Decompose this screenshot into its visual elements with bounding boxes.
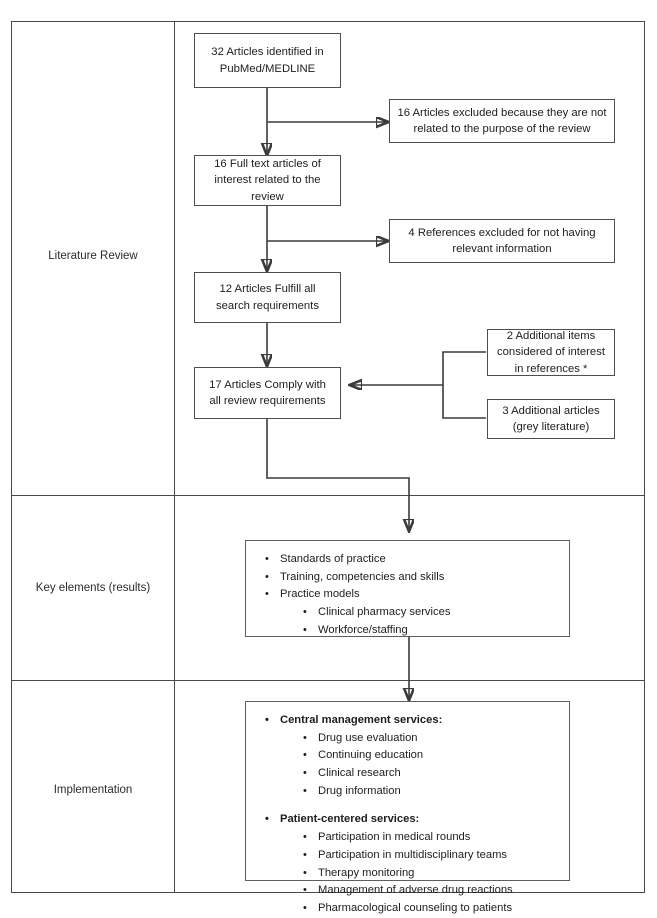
list-item: Participation in medical rounds: [316, 829, 557, 847]
list-item: Drug information: [316, 783, 557, 801]
list-item: Workforce/staffing: [316, 622, 557, 640]
implementation-box: Central management services: Drug use ev…: [245, 701, 570, 914]
list-item: Pharmacological counseling to patients: [316, 900, 557, 918]
list-item: Clinical research: [316, 765, 557, 783]
column-divider-middle: [174, 495, 175, 680]
list-item: Management of adverse drug reactions: [316, 882, 557, 900]
list-item-group-heading: Central management services: Drug use ev…: [278, 712, 557, 800]
key-elements-sublist: Clinical pharmacy services Workforce/sta…: [280, 604, 557, 639]
node-fulltext-articles-16: 16 Full text articles of interest relate…: [194, 155, 341, 206]
stage-label-literature-review: Literature Review: [48, 250, 138, 262]
node-articles-fulfill-12: 12 Articles Fulfill all search requireme…: [194, 272, 341, 323]
node-articles-comply-17: 17 Articles Comply with all review requi…: [194, 367, 341, 419]
list-item: Therapy monitoring: [316, 865, 557, 883]
key-elements-list: Standards of practice Training, competen…: [260, 551, 557, 639]
list-item: Continuing education: [316, 747, 557, 765]
node-articles-excluded-16: 16 Articles excluded because they are no…: [389, 99, 615, 143]
node-references-excluded-4: 4 References excluded for not having rel…: [389, 219, 615, 263]
list-item: Standards of practice: [278, 551, 557, 569]
row-divider-1: [11, 495, 645, 496]
column-divider-top: [174, 21, 175, 495]
node-additional-items-2: 2 Additional items considered of interes…: [487, 329, 615, 376]
key-elements-box: Standards of practice Training, competen…: [245, 540, 570, 637]
stage-label-implementation: Implementation: [53, 784, 133, 796]
implementation-sublist-central: Drug use evaluation Continuing education…: [280, 730, 557, 801]
node-additional-articles-3: 3 Additional articles (grey literature): [487, 399, 615, 439]
list-item: Practice models Clinical pharmacy servic…: [278, 586, 557, 639]
implementation-sublist-patient: Participation in medical rounds Particip…: [280, 829, 557, 917]
list-item-group-heading: Patient-centered services: Participation…: [278, 811, 557, 917]
stage-label-key-elements: Key elements (results): [35, 582, 151, 594]
column-divider-bottom: [174, 680, 175, 893]
row-divider-2: [11, 680, 645, 681]
node-articles-identified: 32 Articles identified in PubMed/MEDLINE: [194, 33, 341, 88]
list-item: Clinical pharmacy services: [316, 604, 557, 622]
implementation-list: Central management services: Drug use ev…: [260, 712, 557, 918]
list-item: Training, competencies and skills: [278, 569, 557, 587]
list-item: Drug use evaluation: [316, 730, 557, 748]
list-spacer: [278, 800, 557, 811]
list-item: Participation in multidisciplinary teams: [316, 847, 557, 865]
